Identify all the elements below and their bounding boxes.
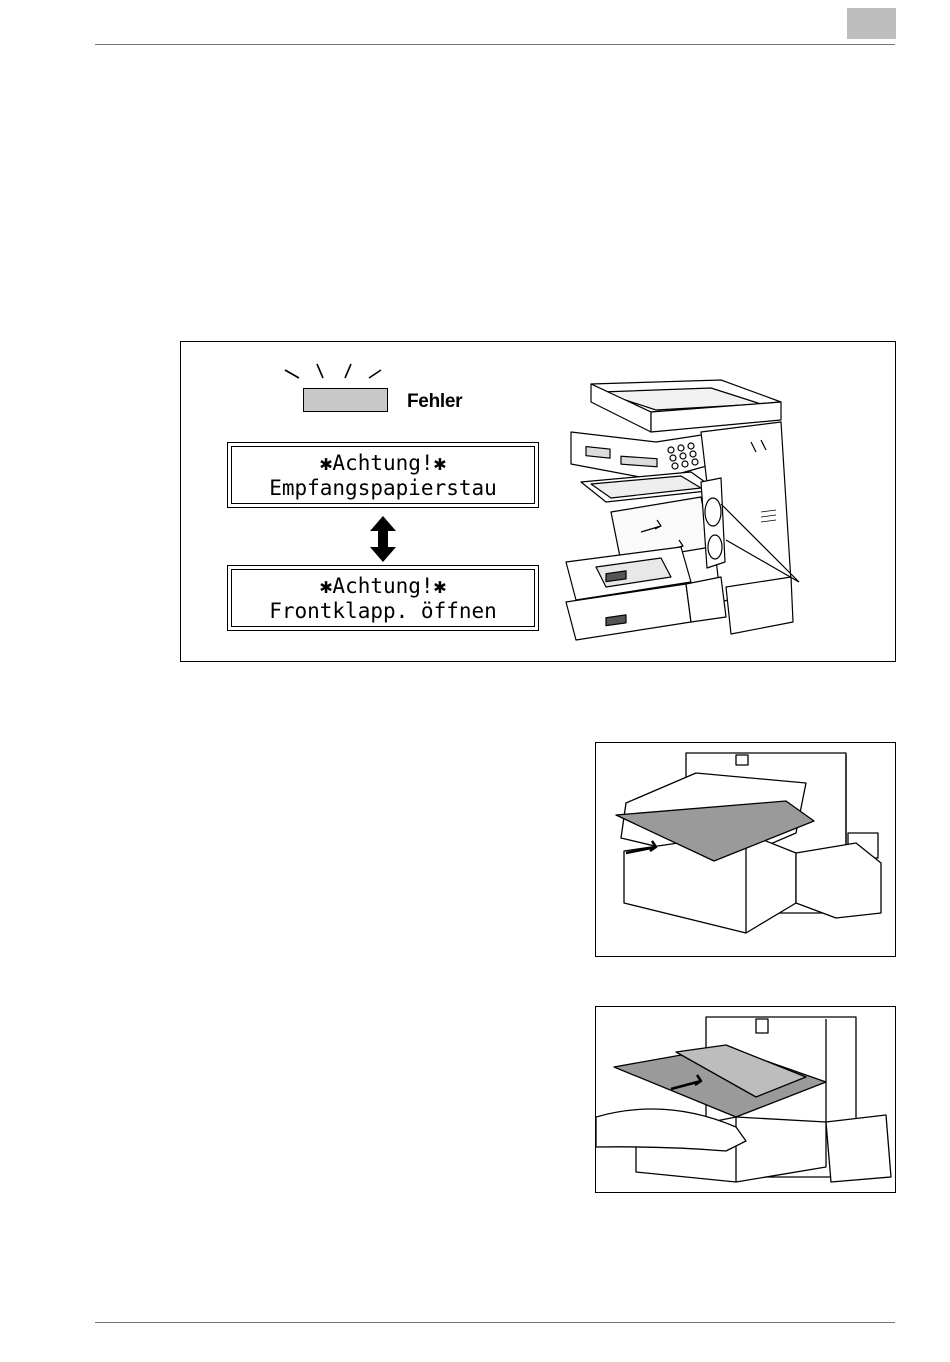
hand-pulling-paper-illustration-icon [596,1007,894,1191]
paper-removal-illustration-icon [596,743,894,955]
lcd-line-1: ✱Achtung!✱ [232,574,534,599]
lcd-line-2: Frontklapp. öffnen [232,599,534,624]
double-arrow-up-down-icon [369,516,397,562]
jam-message-figure: Fehler ✱Achtung!✱ Empfangspapierstau ✱Ac… [180,341,896,662]
copier-illustration-icon [561,372,811,652]
footer-rule [95,1322,895,1323]
lcd-line-2: Empfangspapierstau [232,476,534,501]
header-rule [95,44,895,45]
remove-paper-figure [595,742,896,957]
header-chapter-tab [847,8,896,39]
error-key [303,388,388,412]
flash-rays-icon [281,360,391,390]
lcd-display-open-cover: ✱Achtung!✱ Frontklapp. öffnen [227,565,539,631]
pull-paper-figure [595,1006,896,1193]
lcd-line-1: ✱Achtung!✱ [232,451,534,476]
error-key-label: Fehler [407,391,462,413]
lcd-display-jam: ✱Achtung!✱ Empfangspapierstau [227,442,539,508]
